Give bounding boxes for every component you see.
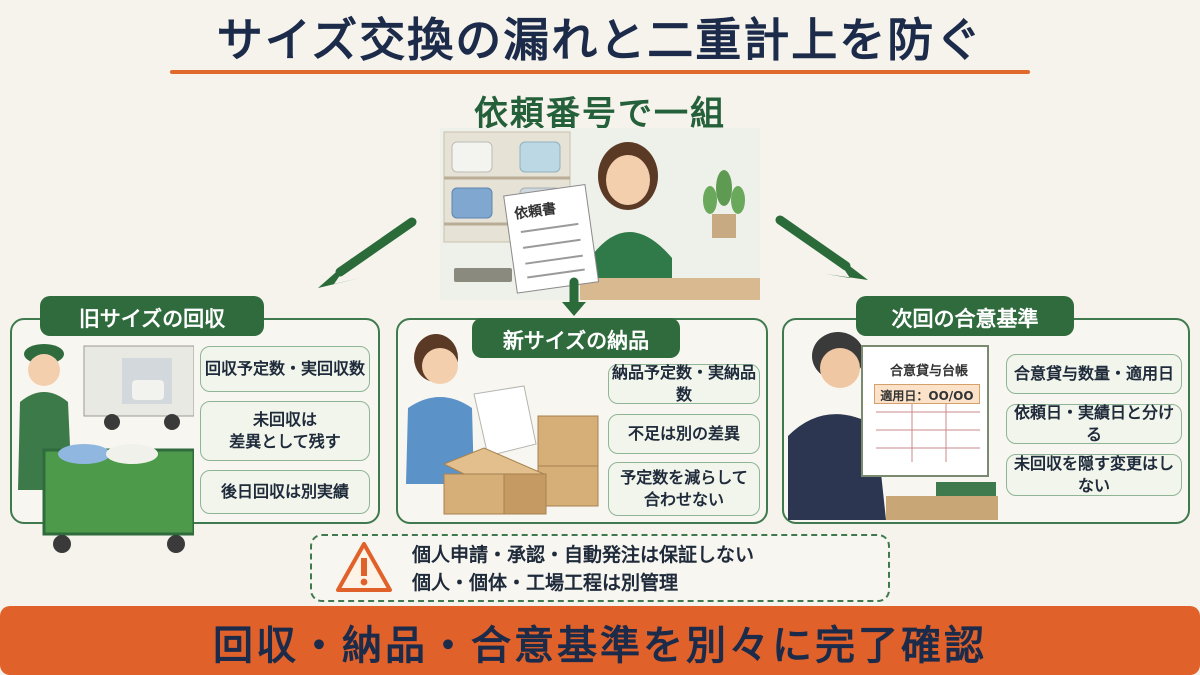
middle-item-2: 不足は別の差異: [608, 414, 760, 454]
middle-item-3: 予定数を減らして 合わせない: [608, 462, 760, 516]
left-item-2: 未回収は 差異として残す: [200, 401, 370, 461]
right-item-2: 依頼日・実績日と分ける: [1006, 403, 1182, 444]
arrow-left: [335, 217, 417, 277]
title-underline: [170, 70, 1030, 74]
warning-box: [310, 534, 890, 602]
page-title: サイズ交換の漏れと二重計上を防ぐ: [216, 13, 984, 67]
ledger-date: 適用日：OO/OO: [874, 384, 980, 404]
warning-line-1: 個人申請・承認・自動発注は保証しない: [412, 544, 755, 566]
clerk-illustration: 依頼書: [440, 128, 760, 300]
bottom-banner: [0, 606, 1200, 675]
tab-next-agreement: 次回の合意基準: [856, 296, 1074, 336]
tab-old-size-collection: 旧サイズの回収: [40, 296, 264, 336]
warning-icon: [336, 542, 392, 592]
banner-text: 回収・納品・合意基準を別々に完了確認: [213, 623, 987, 669]
worker-cart-illustration: [18, 344, 194, 553]
arrow-right: [775, 215, 851, 271]
middle-item-1: 納品予定数・実納品数: [608, 363, 760, 404]
document-label: 依頼書: [513, 200, 557, 223]
left-item-3: 後日回収は別実績: [200, 470, 370, 514]
subtitle: 依頼番号で一組: [474, 94, 726, 134]
left-item-1: 回収予定数・実回収数: [200, 346, 370, 392]
right-item-1: 合意貸与数量・適用日: [1006, 354, 1182, 394]
manager-ledger-illustration: [788, 332, 998, 520]
right-item-3: 未回収を隠す変更はしない: [1006, 454, 1182, 496]
tab-new-size-delivery: 新サイズの納品: [472, 318, 680, 358]
ledger-title: 合意貸与台帳: [889, 364, 968, 379]
warning-line-2: 個人・個体・工場工程は別管理: [412, 572, 679, 594]
staff-shirt-box-illustration: [406, 334, 599, 515]
